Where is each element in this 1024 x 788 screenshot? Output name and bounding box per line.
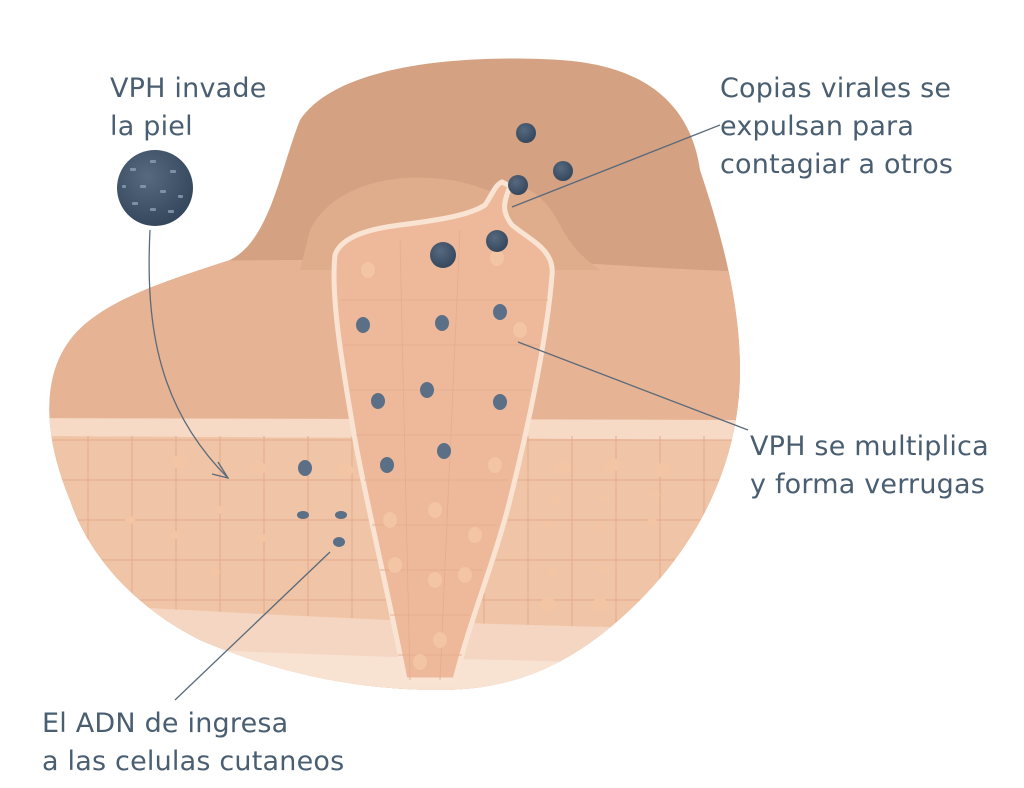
label-line: expulsan para bbox=[720, 111, 915, 142]
label-line: VPH invade bbox=[110, 73, 267, 104]
leader-copies bbox=[511, 124, 721, 208]
leader-multiplies bbox=[517, 341, 749, 431]
label-viral-copies: Copias virales se expulsan para contagia… bbox=[720, 70, 953, 184]
label-line: El ADN de ingresa bbox=[42, 708, 289, 739]
label-line: a las celulas cutaneos bbox=[42, 746, 345, 777]
virus-particle bbox=[117, 150, 193, 226]
label-line: Copias virales se bbox=[720, 73, 952, 104]
label-multiplies: VPH se multiplica y forma verrugas bbox=[750, 428, 989, 504]
label-line: la piel bbox=[110, 111, 193, 142]
leader-dna bbox=[174, 551, 331, 701]
label-line: y forma verrugas bbox=[750, 469, 986, 500]
viral-dna-dots bbox=[297, 304, 507, 547]
label-virus-invades: VPH invade la piel bbox=[110, 70, 267, 146]
leader-lines bbox=[148, 124, 749, 701]
arrow-head bbox=[211, 461, 230, 480]
label-line: contagiar a otros bbox=[720, 149, 954, 180]
virus-particles bbox=[117, 123, 573, 268]
arrow-invade bbox=[148, 229, 229, 479]
label-line: VPH se multiplica bbox=[750, 431, 989, 462]
label-dna-enters: El ADN de ingresa a las celulas cutaneos bbox=[42, 705, 344, 781]
